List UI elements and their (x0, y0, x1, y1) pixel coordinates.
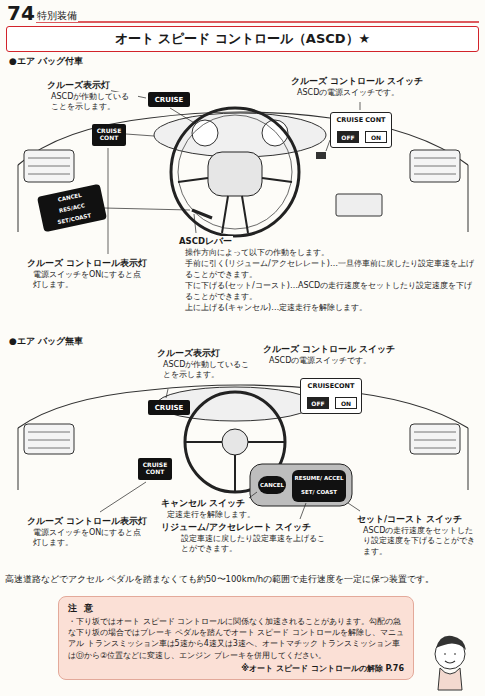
mascot-hair (436, 636, 466, 650)
airbag-pad (208, 152, 262, 196)
callout-title: クルーズ コントロール スイッチ (262, 344, 396, 355)
switch-legend: CRUISECONT (301, 382, 361, 390)
switch-legend: CRUISE CONT (138, 462, 172, 475)
steering-wheel-inner (178, 115, 292, 229)
switch-legend: OFF (311, 400, 324, 407)
indicator-lamp-icon: CRUISE CONT (92, 124, 126, 146)
callout-text: 設定車速に戻したり設定車速を上げることができます。 (180, 534, 330, 555)
callout-text: 電源スイッチをONにすると点灯します。 (32, 528, 144, 549)
cancel-switch: CANCEL (258, 476, 286, 494)
leader-lines (100, 389, 360, 519)
switch-button: ON (335, 397, 357, 409)
caution-body: ・下り坂ではオート スピード コントロールに関係なく加速されることがあります。勾… (68, 616, 404, 660)
switch-legend: RESUME/ ACCEL (294, 476, 343, 482)
switch-legend: CRUISE (155, 404, 184, 412)
section-name: 特別装備 (36, 9, 78, 22)
callout-title: セット/コースト スイッチ (356, 514, 463, 525)
title-text: オート スピード コントロール（ASCD）★ (13, 30, 472, 48)
vent-louvers (414, 432, 456, 448)
cruise-switch-icon: CRUISE CONT OFF ON (330, 112, 392, 148)
indicator-lamp-icon: CRUISE (148, 400, 190, 415)
switch-button: OFF (307, 397, 329, 409)
section-heading: ●エア バッグ無車 (8, 336, 84, 348)
callout-text: ASCDが作動していることを示します。 (50, 92, 138, 113)
callout-title: クルーズ コントロール表示灯 (26, 258, 148, 269)
callout-text: ASCDの電源スイッチです。 (296, 88, 400, 98)
air-vent (24, 424, 74, 454)
audio-unit (336, 194, 382, 216)
switch-legend: OFF (341, 134, 354, 141)
caution-heading: 注 意 (68, 602, 404, 614)
switch-button: ON (365, 131, 387, 143)
callout-text: 操作方向によって以下の作動をします。 (184, 248, 330, 258)
wheel-hub (222, 429, 248, 455)
vent-louvers (28, 432, 70, 448)
switch-legend: SET/COAST (57, 212, 92, 225)
switch-panel (250, 464, 352, 506)
air-vent (410, 150, 460, 182)
resume-set-switch: RESUME/ ACCEL SET/ COAST (292, 470, 346, 502)
switch-legend: ON (341, 400, 351, 407)
description-text: 高速道路などでアクセル ペダルを踏まなくても約50〜100km/hの範囲で走行速… (4, 574, 435, 585)
callout-text: 定速走行を解除します。 (166, 510, 256, 520)
callout-text: ASCDの電源スイッチです。 (268, 356, 372, 366)
page-reference: ※オート スピード コントロールの解除 P.76 (68, 663, 404, 674)
switch-legend: CANCEL (57, 192, 82, 203)
caution-box: 注 意・下り坂ではオート スピード コントロールに関係なく加速されることがありま… (58, 596, 414, 680)
leader-lines (104, 90, 360, 254)
ascd-lever-icon: CANCELRES/ACCSET/COAST (37, 184, 107, 233)
callout-text: ASCDが作動していることを示します。 (162, 360, 252, 381)
mascot-features (444, 654, 456, 663)
callout-title: クルーズ コントロール表示灯 (26, 516, 148, 527)
vent-louvers (28, 158, 70, 174)
title-band: オート スピード コントロール（ASCD）★ (6, 26, 479, 52)
callout-title: クルーズ コントロール スイッチ (290, 76, 424, 87)
switch-legend: ON (371, 134, 381, 141)
callout-text: 電源スイッチをONにすると点灯します。 (32, 270, 144, 291)
callout-text: 上に上げる(キャンセル)…定速走行を解除します。 (184, 303, 368, 313)
air-vent (410, 424, 460, 454)
switch-legend: SET/ COAST (301, 490, 337, 496)
callout-text: 手前に引く(リジューム/アクセレレート)…一旦停車前に戻したり設定車速を上げるこ… (184, 259, 476, 280)
callout-text: ASCDの走行速度をセットしたり設定速度を下げることができます。 (362, 526, 480, 557)
indicator-lamp-icon: CRUISE CONT (138, 458, 172, 480)
instrument-cluster (154, 113, 326, 157)
switch-legend: CRUISE CONT (331, 116, 391, 124)
callout-title: リジューム/アクセレレート スイッチ (160, 522, 312, 533)
callout-text: 下に下げる(セット/コースト)…ASCDの走行速度をセットしたり設定速度を下げる… (184, 281, 476, 302)
switch-legend: CRUISE (155, 96, 184, 104)
callout-title: キャンセル スイッチ (160, 498, 246, 509)
section-heading: ●エア バッグ付車 (8, 56, 84, 68)
switch-legend: CANCEL (260, 482, 284, 488)
dashboard-side (18, 428, 468, 490)
switch-legend: CRUISE CONT (92, 128, 126, 141)
vent-louvers (414, 158, 456, 174)
switch-legend: RES/ACC (59, 202, 86, 213)
ascd-lever-stalk (192, 210, 212, 218)
page-number: 74 (6, 0, 36, 26)
cruise-switch-icon: CRUISECONT OFF ON (300, 378, 362, 414)
callout-title: クルーズ表示灯 (156, 348, 221, 359)
air-vent (24, 150, 74, 182)
switch-position (316, 152, 326, 159)
callout-title: クルーズ表示灯 (46, 80, 111, 91)
mascot-body (438, 668, 462, 690)
steering-wheel (171, 108, 299, 236)
callout-title: ASCDレバー (178, 236, 233, 247)
indicator-lamp-icon: CRUISE (148, 92, 190, 107)
switch-button: OFF (337, 131, 359, 143)
